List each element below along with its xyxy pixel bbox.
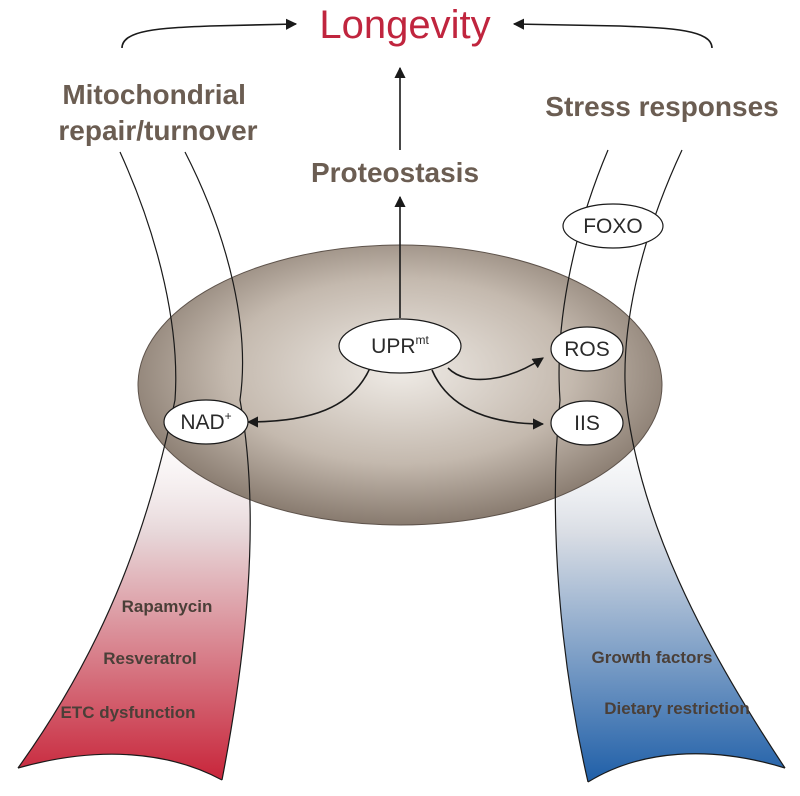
- right-heading: Stress responses: [545, 91, 778, 122]
- node-nad-sup: +: [225, 409, 232, 423]
- right-band-bottom-line: [587, 753, 786, 783]
- left-band-bottom-line: [17, 753, 223, 781]
- arrow-mito-to-longevity: [121, 18, 298, 49]
- right-band-fill: [555, 400, 785, 782]
- node-ros-oval: [550, 326, 624, 372]
- right-band-inner-line: [624, 149, 786, 769]
- left-heading-line-2: repair/turnover: [58, 115, 257, 146]
- center-heading: Proteostasis: [311, 157, 479, 188]
- left-input-etc-dysfunction: ETC dysfunction: [60, 703, 195, 722]
- left-input-rapamycin: Rapamycin: [122, 597, 213, 616]
- node-nad-base: NAD: [180, 411, 224, 434]
- right-input-growth-factors: Growth factors: [592, 648, 713, 667]
- arrow-stress-to-longevity: [512, 18, 713, 49]
- node-iis-label: IIS: [574, 412, 600, 435]
- arrow-uprmt-to-iis: [431, 369, 545, 430]
- node-ros-label: ROS: [564, 338, 610, 361]
- arrow-uprmt-to-nad: [246, 367, 371, 428]
- node-nad-label: NAD+: [180, 409, 231, 434]
- right-input-dietary-restriction: Dietary restriction: [604, 699, 750, 718]
- node-uprmt-base: UPR: [371, 335, 415, 358]
- node-foxo-label: FOXO: [583, 215, 643, 238]
- arrow-uprmt-to-ros: [447, 357, 544, 381]
- node-foxo-oval: [562, 203, 664, 249]
- left-band-fill: [18, 400, 251, 780]
- node-iis-oval: [550, 400, 624, 446]
- left-input-resveratrol: Resveratrol: [103, 649, 197, 668]
- title-longevity: Longevity: [319, 3, 490, 47]
- node-uprmt-oval: [338, 318, 462, 374]
- left-band-inner-line: [184, 151, 251, 781]
- left-heading-line-1: Mitochondrial: [62, 79, 246, 110]
- node-uprmt-label: UPRmt: [371, 333, 429, 358]
- node-nad-oval: [163, 399, 249, 445]
- left-heading: Mitochondrial repair/turnover: [58, 79, 257, 146]
- node-uprmt-sup: mt: [416, 333, 430, 347]
